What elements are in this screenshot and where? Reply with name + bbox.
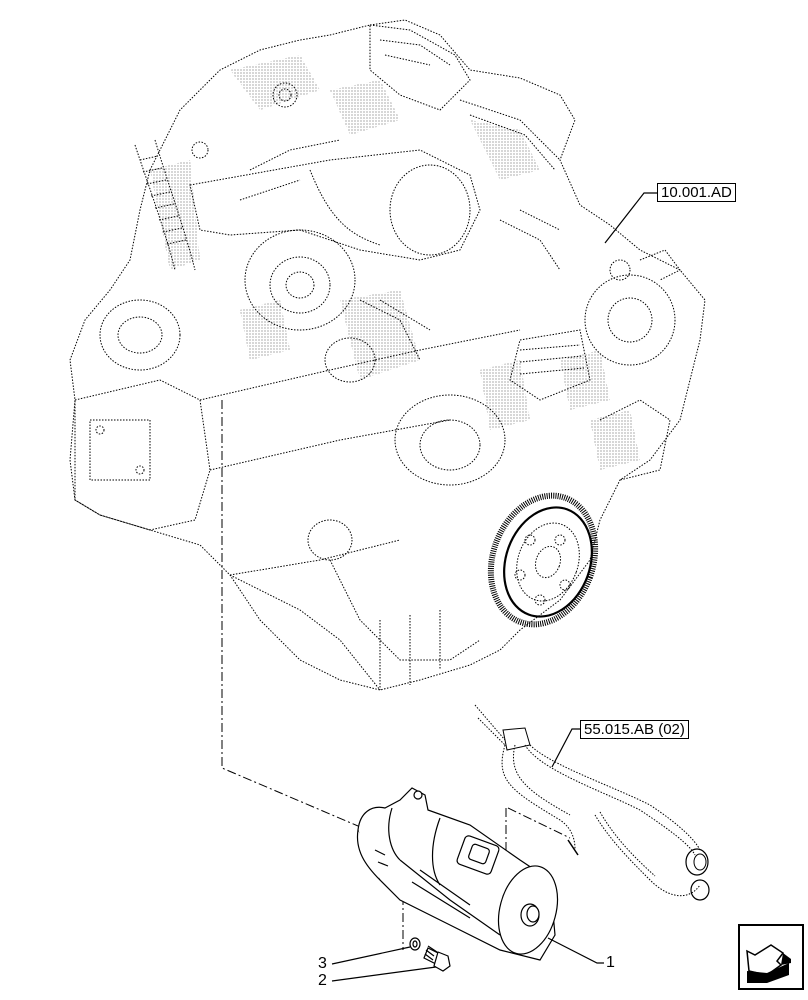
- reference-link-harness[interactable]: 55.015.AB (02): [580, 720, 689, 739]
- reference-link-engine[interactable]: 10.001.AD: [657, 183, 736, 202]
- washer-and-bolt: [409, 937, 451, 972]
- engine-illustration: [69, 19, 706, 691]
- crankshaft-pulley: [487, 492, 599, 628]
- previous-page-arrow-icon[interactable]: [737, 923, 805, 991]
- engine-detail-hatching: [150, 55, 640, 470]
- callout-2-bolt: 2: [318, 972, 327, 989]
- callout-1-starter-motor: 1: [606, 954, 615, 971]
- wiring-harness: [474, 704, 710, 901]
- starter-motor: [356, 787, 559, 961]
- callout-3-washer: 3: [318, 955, 327, 972]
- leader-lines: [331, 192, 658, 982]
